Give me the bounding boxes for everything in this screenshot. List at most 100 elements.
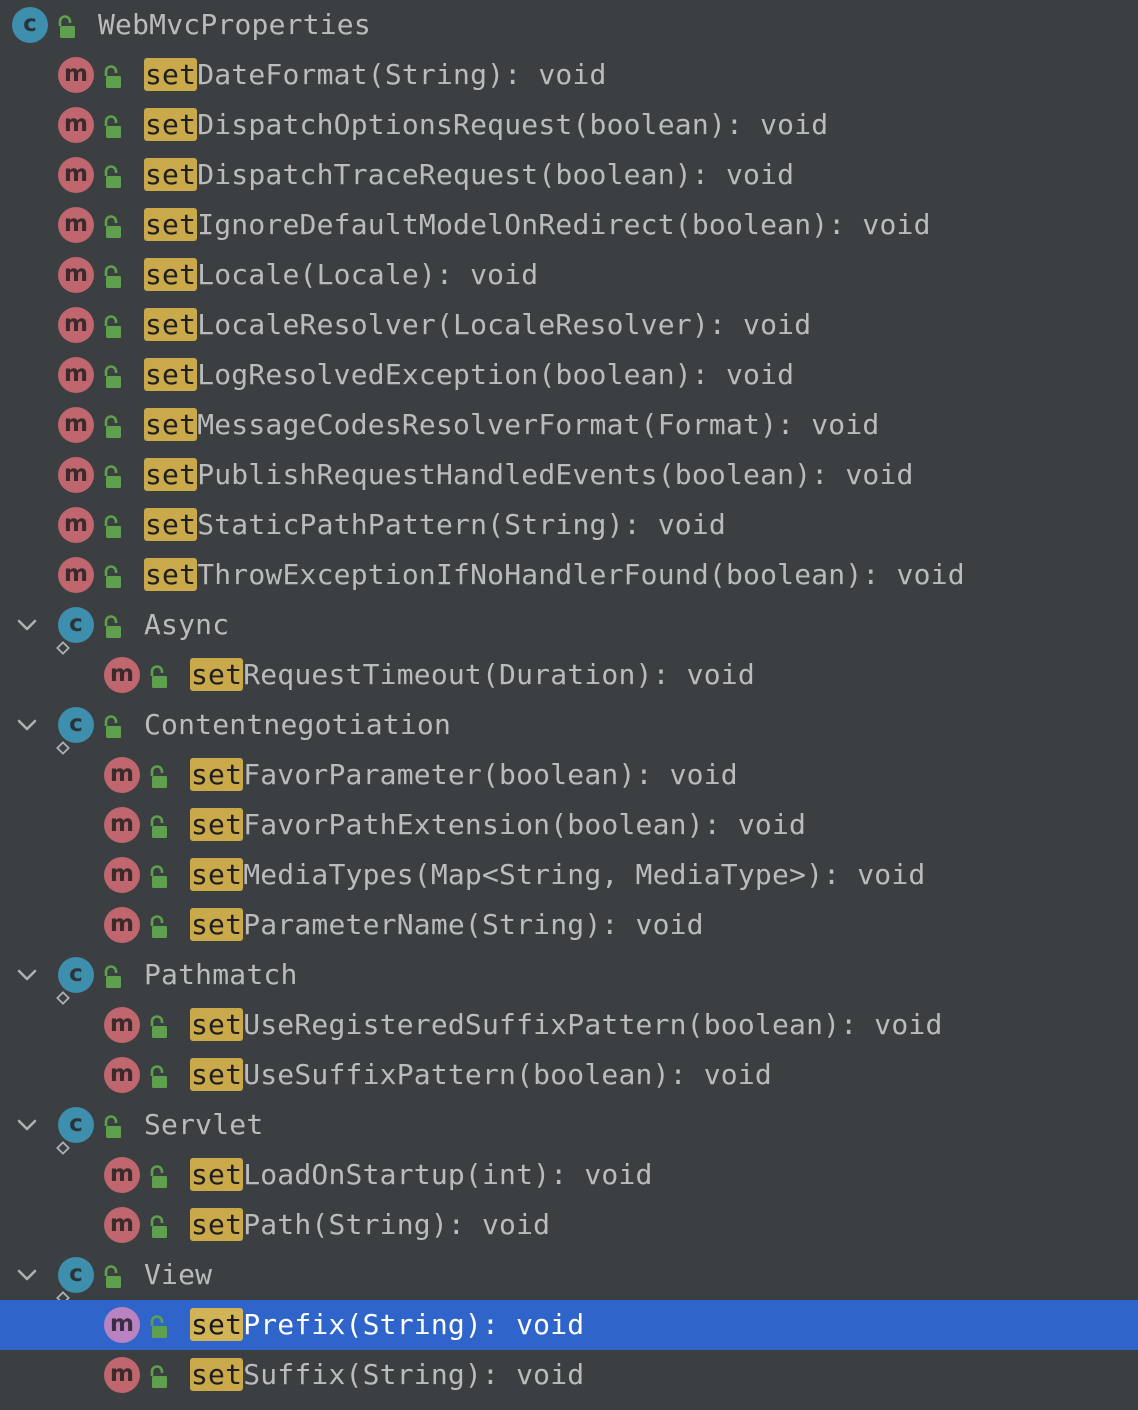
search-match-highlight: set (190, 1208, 244, 1241)
search-match-highlight: set (144, 558, 198, 591)
method-icon: m (104, 657, 140, 693)
search-match-highlight: set (190, 1358, 244, 1391)
method-icon: m (104, 1007, 140, 1043)
method-icon: m (58, 57, 94, 93)
method-icon: m (58, 357, 94, 393)
method-signature-label: setFavorPathExtension(boolean): void (190, 800, 806, 850)
public-lock-icon (102, 413, 124, 438)
static-marker-icon (56, 631, 70, 655)
method-signature-label: setDispatchTraceRequest(boolean): void (144, 150, 794, 200)
search-match-highlight: set (190, 1308, 244, 1341)
public-lock-icon (102, 313, 124, 338)
public-lock-icon (102, 113, 124, 138)
method-signature-label: setPublishRequestHandledEvents(boolean):… (144, 450, 914, 500)
class-name-label: WebMvcProperties (98, 0, 371, 50)
method-signature-label: setPrefix(String): void (190, 1300, 584, 1350)
node-name: DispatchTraceRequest(boolean): void (197, 158, 795, 191)
public-lock-icon (102, 213, 124, 238)
public-lock-icon (102, 613, 124, 638)
method-signature-label: setLocaleResolver(LocaleResolver): void (144, 300, 811, 350)
public-lock-icon (56, 13, 78, 38)
search-match-highlight: set (190, 758, 244, 791)
public-lock-icon (148, 1213, 170, 1238)
class-name-label: View (144, 1250, 212, 1300)
public-lock-icon (102, 713, 124, 738)
tree-method-node[interactable]: m setPublishRequestHandledEvents(boolean)… (0, 450, 1138, 500)
node-name: LocaleResolver(LocaleResolver): void (197, 308, 812, 341)
method-icon: m (58, 557, 94, 593)
public-lock-icon (102, 163, 124, 188)
method-icon: m (104, 1207, 140, 1243)
node-name: LoadOnStartup(int): void (243, 1158, 653, 1191)
method-icon: m (58, 257, 94, 293)
node-name: WebMvcProperties (98, 8, 371, 41)
method-signature-label: setUseRegisteredSuffixPattern(boolean): … (190, 1000, 943, 1050)
node-name: LogResolvedException(boolean): void (197, 358, 795, 391)
public-lock-icon (148, 1313, 170, 1338)
chevron-down-icon[interactable] (14, 1262, 40, 1288)
class-name-label: Pathmatch (144, 950, 298, 1000)
search-match-highlight: set (144, 308, 198, 341)
public-lock-icon (148, 813, 170, 838)
search-match-highlight: set (144, 458, 198, 491)
method-icon: m (58, 457, 94, 493)
node-name: UseSuffixPattern(boolean): void (243, 1058, 772, 1091)
method-signature-label: setParameterName(String): void (190, 900, 704, 950)
method-signature-label: setStaticPathPattern(String): void (144, 500, 726, 550)
node-name: Prefix(String): void (243, 1308, 585, 1341)
method-icon: m (104, 1357, 140, 1393)
public-lock-icon (148, 913, 170, 938)
node-name: Path(String): void (243, 1208, 551, 1241)
node-name: Locale(Locale): void (197, 258, 539, 291)
class-icon: c (56, 607, 94, 655)
chevron-down-icon[interactable] (14, 1112, 40, 1138)
chevron-down-icon[interactable] (14, 962, 40, 988)
chevron-down-icon[interactable] (14, 612, 40, 638)
public-lock-icon (102, 363, 124, 388)
node-name: UseRegisteredSuffixPattern(boolean): voi… (243, 1008, 943, 1041)
node-name: FavorParameter(boolean): void (243, 758, 738, 791)
public-lock-icon (102, 63, 124, 88)
public-lock-icon (102, 1113, 124, 1138)
node-name: DispatchOptionsRequest(boolean): void (197, 108, 829, 141)
search-match-highlight: set (144, 208, 198, 241)
node-name: FavorPathExtension(boolean): void (243, 808, 807, 841)
public-lock-icon (102, 513, 124, 538)
tree-method-node[interactable]: m setUseRegisteredSuffixPattern(boolean):… (0, 1000, 1138, 1050)
node-name: DateFormat(String): void (197, 58, 607, 91)
chevron-down-icon[interactable] (14, 712, 40, 738)
static-marker-icon (56, 1281, 70, 1305)
public-lock-icon (148, 1363, 170, 1388)
search-match-highlight: set (190, 908, 244, 941)
method-signature-label: setLoadOnStartup(int): void (190, 1150, 653, 1200)
public-lock-icon (148, 863, 170, 888)
method-signature-label: setPath(String): void (190, 1200, 550, 1250)
tree-method-node[interactable]: m setPath(String): void (0, 1200, 1138, 1250)
node-name: RequestTimeout(Duration): void (243, 658, 755, 691)
